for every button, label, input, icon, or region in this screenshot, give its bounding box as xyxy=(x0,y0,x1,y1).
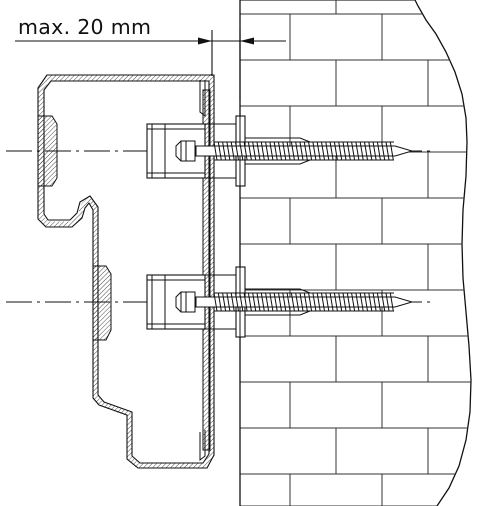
arrow-left xyxy=(198,37,212,45)
profile-section xyxy=(38,73,215,469)
brick-wall xyxy=(239,0,472,506)
dimension-label: max. 20 mm xyxy=(18,15,152,39)
arrow-right xyxy=(240,37,254,45)
dimension-max-20mm xyxy=(15,30,286,100)
steel-profile xyxy=(37,73,215,469)
frame-anchor xyxy=(146,266,414,338)
frame-anchor xyxy=(146,115,414,187)
brick-joints xyxy=(240,0,471,506)
wall-outline xyxy=(240,0,472,506)
